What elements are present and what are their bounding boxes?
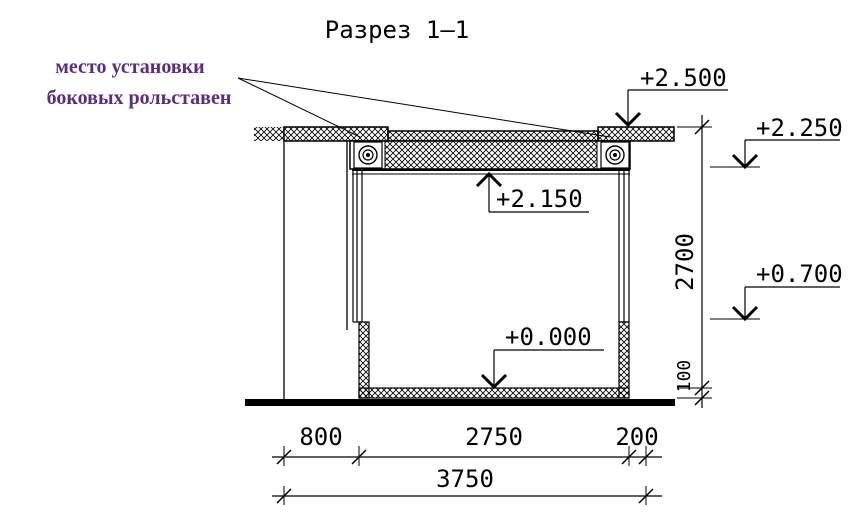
left-roll-icon [353,141,383,169]
dimension-width-mid: 2750 [465,423,523,451]
level-marker-mid-right [710,286,840,322]
dimension-height-base: 100 [674,360,695,393]
level-marker-ceiling [475,171,589,213]
level-floor: +0.000 [505,323,592,351]
shutter-box [349,140,631,175]
roof-slab [254,126,675,142]
level-marker-floor [480,349,604,390]
level-mid-right: +0.700 [756,260,843,288]
left-outer-wall [283,141,348,399]
section-title: Разрез 1–1 [325,16,470,44]
ground-line [245,399,675,406]
horizontal-dimension-line-total [272,486,662,505]
level-marker-roof-top [614,89,728,128]
dimension-height-total: 2700 [671,233,699,291]
left-shutter-guide [352,170,363,323]
level-roof-top: +2.500 [640,64,727,92]
right-shutter-guide [618,170,630,323]
dimension-width-right: 200 [615,423,658,451]
note-line-1: место установки [55,56,204,78]
level-ceiling: +2.150 [496,185,583,213]
vertical-dimension-line [677,115,712,408]
level-roof-right: +2.250 [756,114,843,142]
level-marker-roof-right [710,139,840,170]
dimension-width-total: 3750 [436,465,494,493]
note-line-2: боковых рольставен [47,87,232,109]
right-roll-icon [600,141,630,169]
horizontal-dimension-line-1 [272,446,662,466]
dimension-width-left: 800 [299,423,342,451]
